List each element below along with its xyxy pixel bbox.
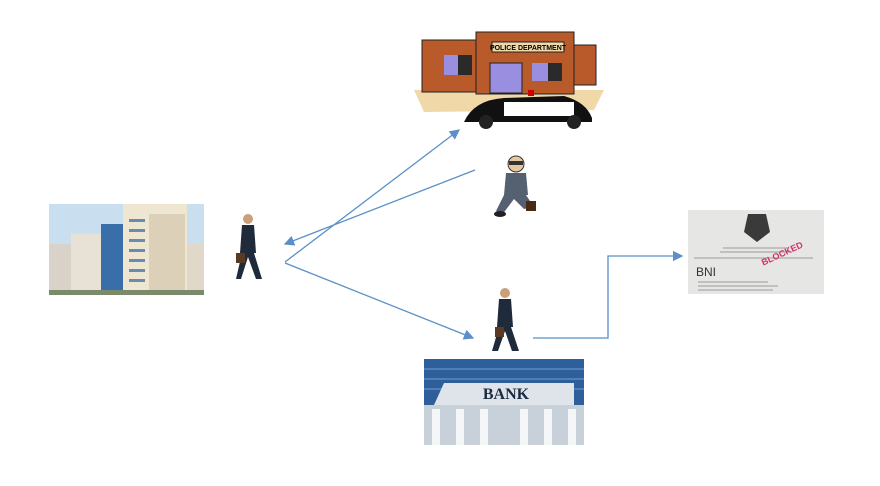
businessman-icon — [236, 214, 262, 279]
bank-building-image: BANK — [424, 359, 584, 445]
arrow-to-document — [533, 250, 684, 339]
blocked-account-letter-image: BNI BLOCKED — [688, 210, 824, 294]
police-department-image: POLICE DEPARTMENT — [414, 30, 604, 130]
office-building-image — [49, 204, 204, 295]
worried-man-on-phone-icon — [494, 155, 536, 217]
businessman-to-bank-icon — [492, 288, 519, 351]
arrow-to-police — [284, 129, 461, 263]
police-sign: POLICE DEPARTMENT — [490, 45, 567, 52]
bank-sign: BANK — [483, 386, 530, 403]
arrow-from-caller — [283, 169, 476, 246]
bni-logo-text: BNI — [696, 265, 716, 279]
blocked-stamp: BLOCKED — [760, 239, 805, 267]
arrow-to-bank — [284, 262, 475, 340]
